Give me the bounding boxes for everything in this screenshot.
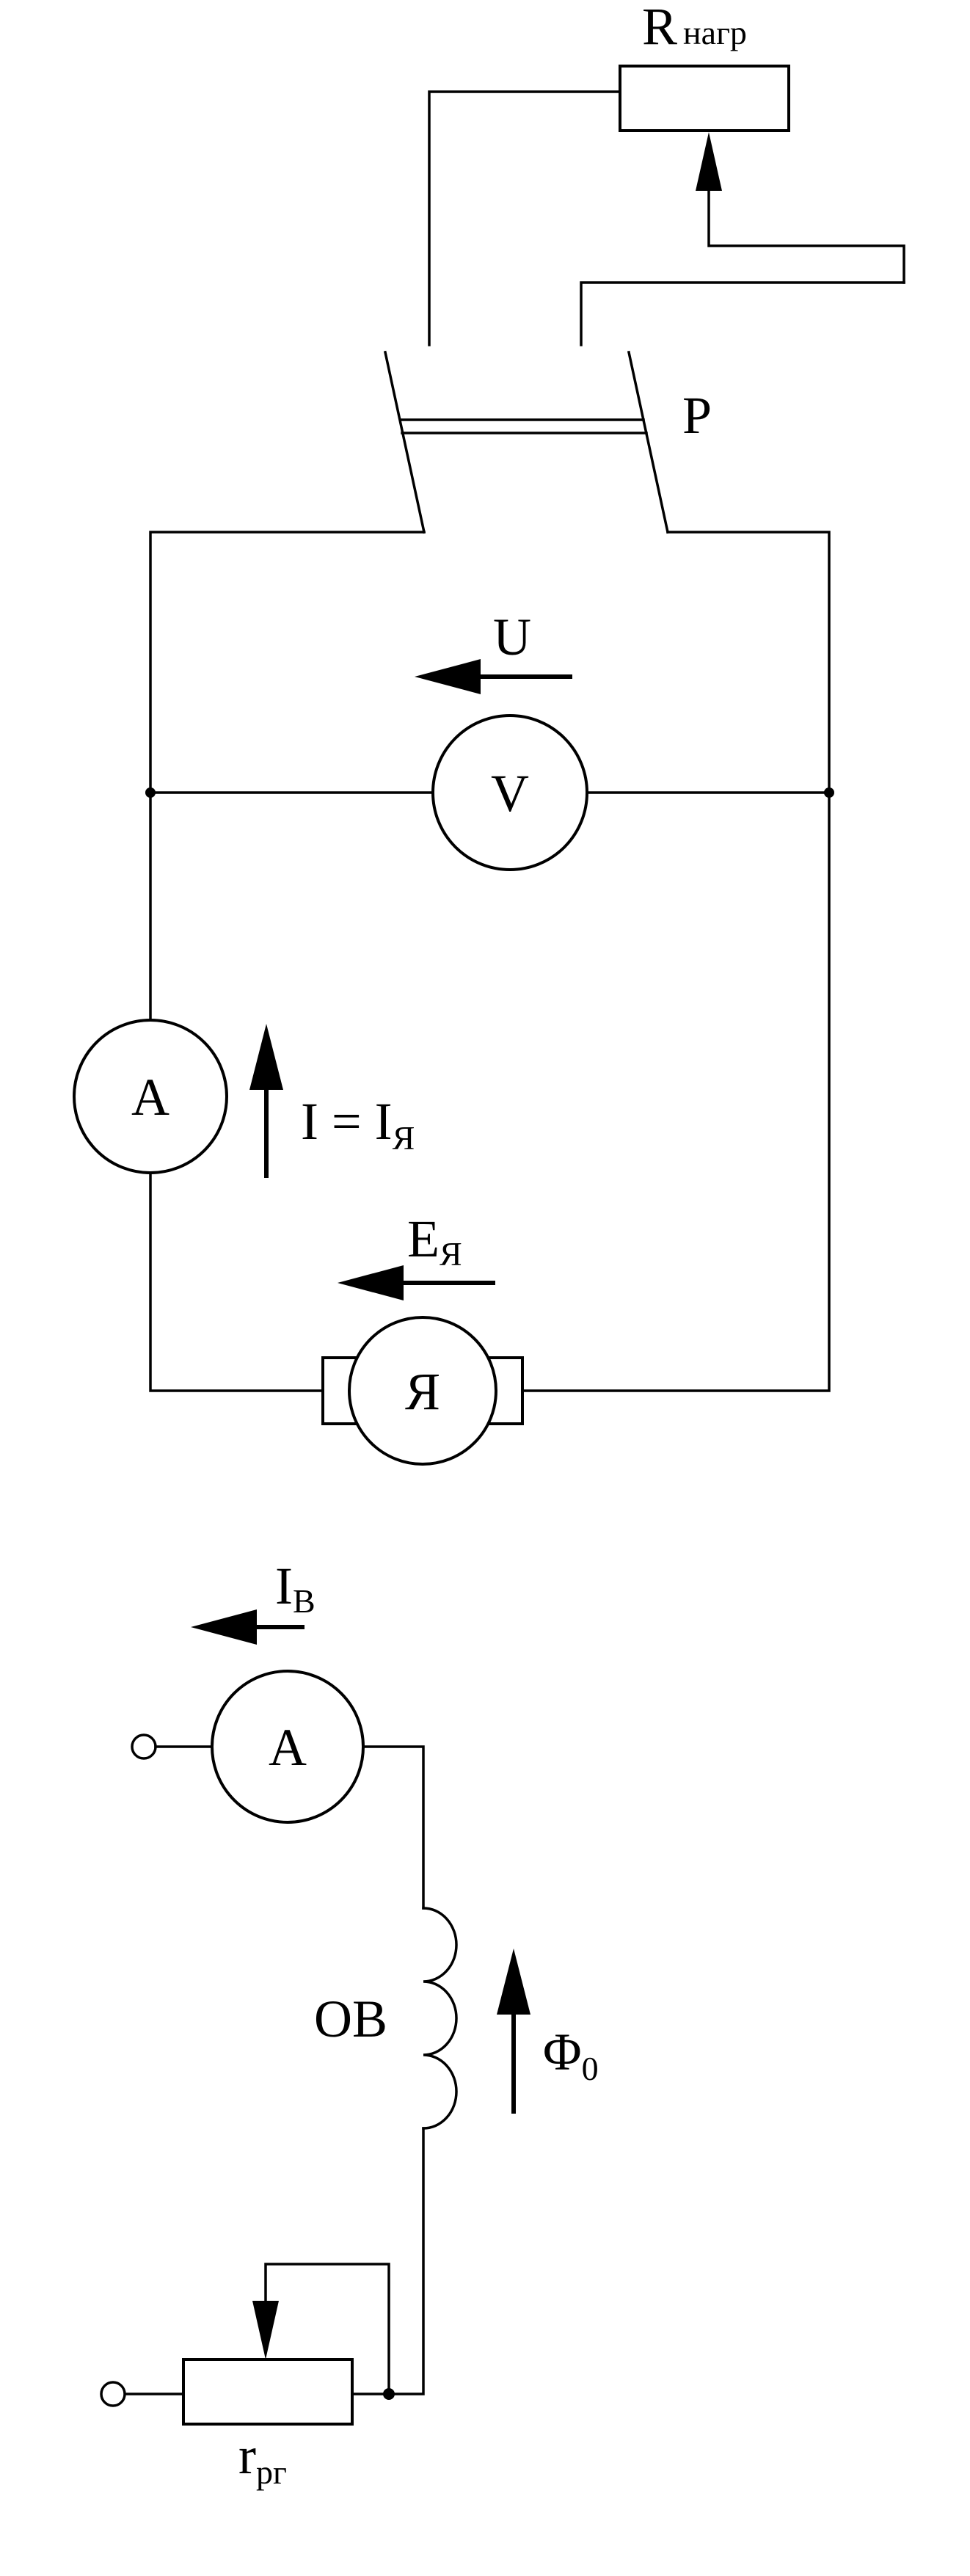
voltmeter-label: V	[491, 764, 529, 823]
field-wire-top-right	[362, 1745, 425, 1910]
field-winding-coil	[422, 1907, 458, 2130]
voltage-label: U	[493, 608, 531, 666]
junction-right	[824, 787, 834, 798]
armature	[348, 1316, 497, 1466]
load-slider-wire	[707, 167, 905, 284]
voltmeter	[431, 714, 588, 871]
rheostat-slider-wire	[264, 2263, 390, 2395]
load-resistor	[619, 65, 790, 132]
switch-blade-right	[627, 350, 670, 534]
switch-label: P	[682, 386, 712, 445]
load-wire-right	[580, 281, 905, 346]
junction-left	[145, 787, 156, 798]
emf-label: EЯ	[407, 1209, 462, 1273]
flux-label: Φ0	[543, 2023, 599, 2087]
field-winding-label: ОВ	[314, 1990, 387, 2048]
frame-left-bottom	[149, 1171, 324, 1392]
voltage-arrow-head	[415, 659, 481, 694]
flux-arrow-head	[497, 1949, 530, 2015]
rheostat-slider-arrow	[252, 2301, 279, 2359]
current-label: I = IЯ	[301, 1092, 415, 1157]
field-terminal-top	[131, 1733, 157, 1760]
ammeter-armature	[73, 1019, 228, 1174]
field-wire-bottom-right	[387, 2127, 425, 2395]
ammeter-armature-label: A	[131, 1068, 169, 1127]
load-wire-left	[428, 90, 621, 346]
emf-arrow-head	[338, 1265, 404, 1300]
field-current-arrow-head	[191, 1609, 257, 1645]
current-arrow-head	[249, 1024, 283, 1090]
rheostat	[182, 2358, 354, 2426]
rheostat-label: rрг	[238, 2426, 287, 2491]
frame-right-top	[521, 531, 831, 1392]
switch-blade-left	[383, 350, 426, 534]
ammeter-field-label: A	[269, 1718, 307, 1777]
field-terminal-bottom	[100, 2381, 126, 2407]
frame-left-top	[149, 531, 426, 1022]
armature-label: Я	[405, 1362, 440, 1421]
field-current-label: IВ	[275, 1557, 316, 1620]
load-slider-arrow	[696, 132, 722, 191]
